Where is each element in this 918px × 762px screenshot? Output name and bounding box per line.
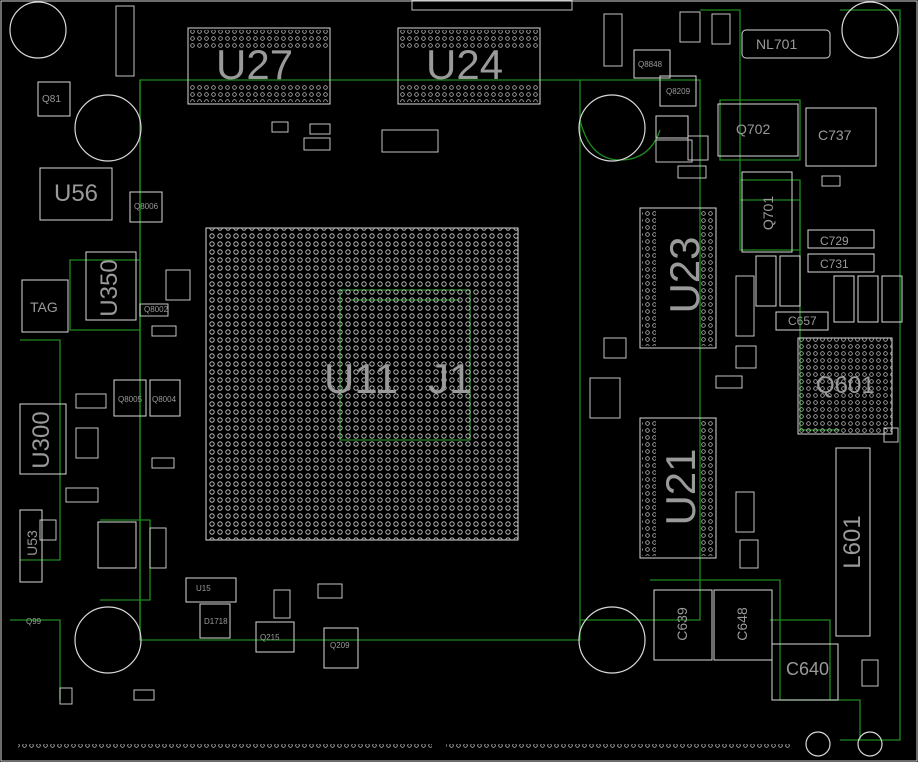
label-u21: U21: [657, 448, 704, 526]
label-u27: U27: [216, 41, 294, 88]
label-u11: U11: [324, 355, 398, 402]
label-q8209: Q8209: [666, 87, 691, 96]
left-components: [19, 49, 697, 669]
label-c639: C639: [674, 607, 690, 641]
connector-pads-left: [18, 744, 432, 750]
mounting-holes: [9, 1, 899, 757]
label-q702: Q702: [736, 121, 771, 137]
chip-u27: [187, 27, 331, 105]
label-u23: U23: [661, 236, 708, 314]
label-tag: TAG: [30, 299, 58, 315]
bga-u11: [205, 227, 519, 541]
label-u350: U350: [96, 259, 123, 317]
chip-u21: [639, 417, 717, 559]
label-q8006: Q8006: [134, 202, 159, 211]
label-l601: L601: [839, 515, 866, 569]
label-c737: C737: [818, 127, 852, 143]
label-c648: C648: [734, 607, 750, 641]
label-q8002: Q8002: [144, 305, 169, 314]
label-u56: U56: [54, 180, 99, 207]
power-components: [653, 29, 903, 701]
label-q99: Q99: [26, 617, 42, 626]
label-c657: C657: [788, 314, 817, 328]
label-j1: J1: [428, 355, 473, 402]
passive-components: [39, 0, 899, 705]
label-q81: Q81: [42, 94, 61, 105]
connector-pads-right: [446, 744, 790, 750]
label-d1718: D1718: [204, 617, 228, 626]
chip-u24: [397, 27, 541, 105]
label-u53: U53: [24, 530, 40, 556]
label-c729: C729: [820, 234, 849, 248]
label-nl701: NL701: [756, 36, 798, 52]
label-u300: U300: [28, 411, 55, 469]
label-q215: Q215: [260, 633, 280, 642]
label-u24: U24: [426, 41, 504, 88]
label-q8005: Q8005: [118, 395, 143, 404]
label-u15: U15: [196, 584, 211, 593]
label-q601: Q601: [816, 372, 875, 399]
label-q701: Q701: [760, 195, 776, 231]
label-q8004: Q8004: [152, 395, 177, 404]
label-c731: C731: [820, 257, 849, 271]
chip-u23: [639, 207, 717, 349]
label-q8848: Q8848: [638, 60, 663, 69]
label-c640: C640: [786, 659, 830, 679]
label-q209: Q209: [330, 641, 350, 650]
